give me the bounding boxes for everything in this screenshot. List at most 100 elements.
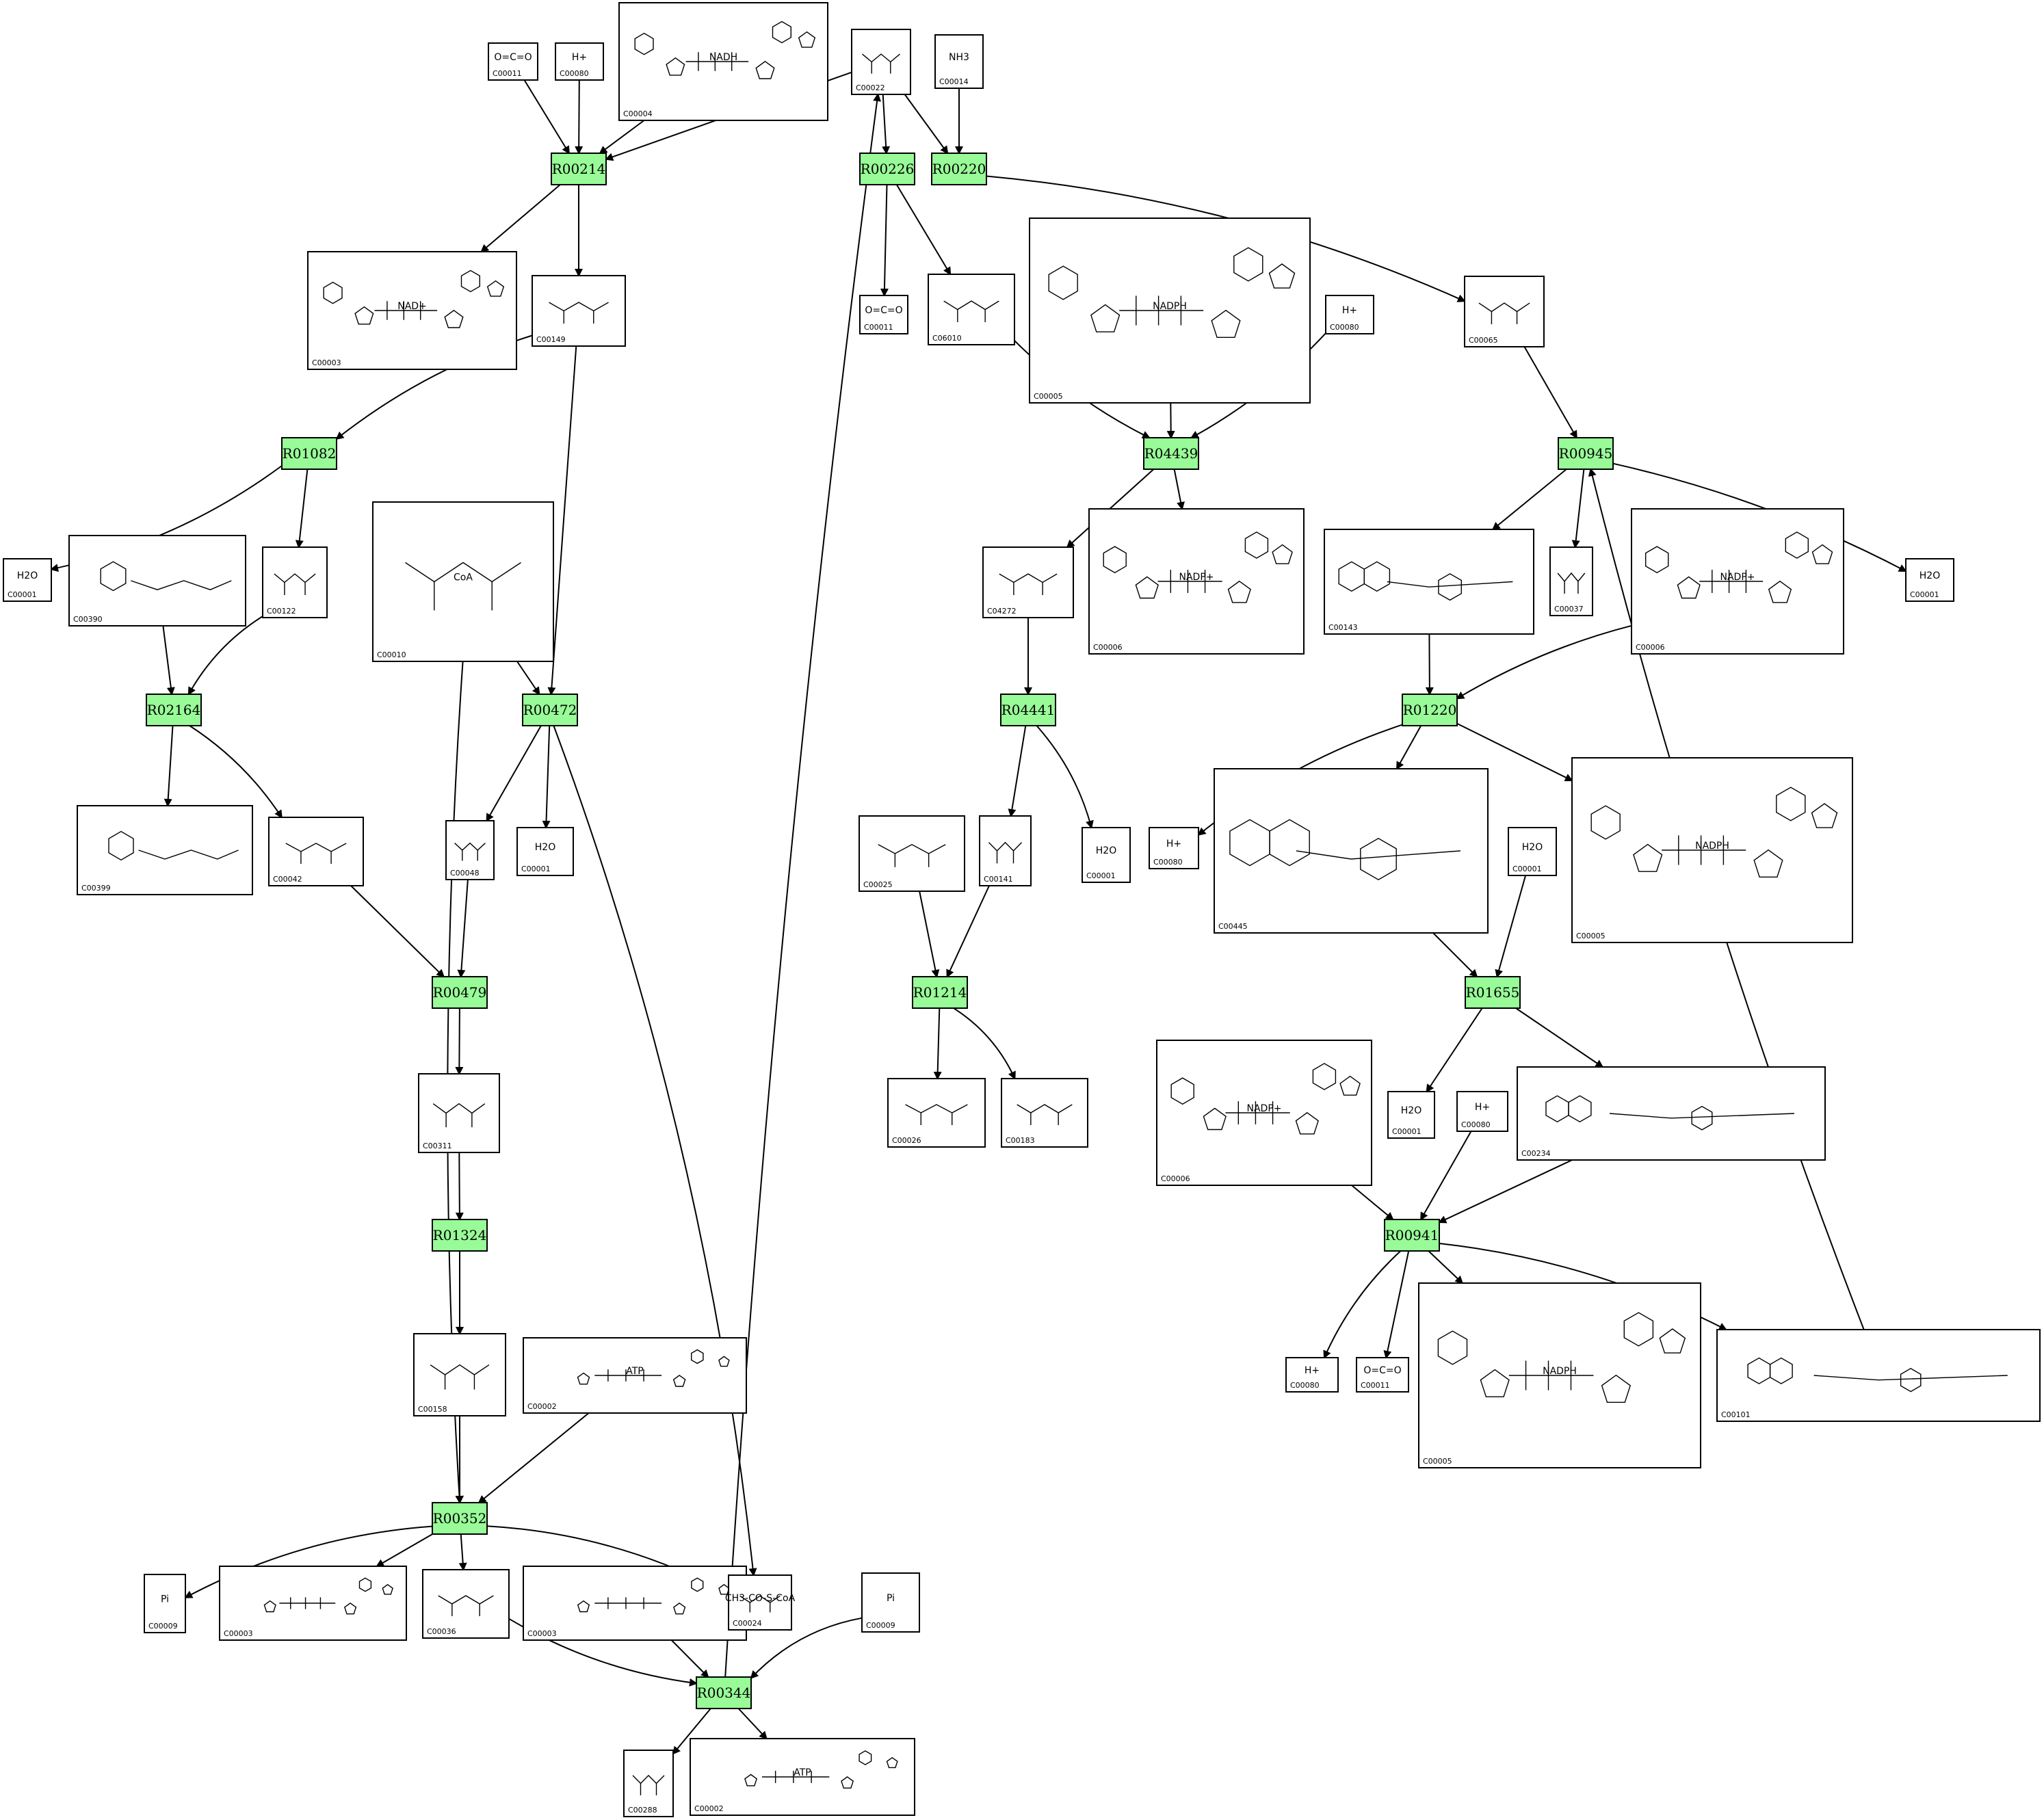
compound-node[interactable]: C00048 — [445, 820, 495, 880]
reaction-edge-arrow — [1571, 469, 1585, 549]
compound-node[interactable]: C00183 — [1001, 1078, 1088, 1148]
compound-node[interactable]: C00065 — [1464, 276, 1545, 347]
reaction-node[interactable]: R01655 — [1465, 976, 1521, 1009]
reaction-node[interactable]: R00941 — [1384, 1219, 1440, 1252]
compound-id-label: C00042 — [273, 875, 302, 884]
compound-node[interactable]: C04272 — [982, 546, 1074, 618]
reaction-node[interactable]: R02164 — [146, 694, 202, 726]
compound-node[interactable]: NADP+C00006 — [1156, 1040, 1372, 1186]
reaction-node[interactable]: R00352 — [432, 1502, 488, 1535]
compound-node[interactable]: C00143 — [1324, 529, 1534, 635]
compound-node[interactable]: C00022 — [851, 29, 911, 95]
compound-node[interactable]: C00003 — [219, 1566, 407, 1641]
compound-node[interactable]: NADP+C00006 — [1088, 508, 1305, 655]
reaction-edge-arrow — [1515, 1007, 1604, 1068]
compound-node[interactable]: C06010 — [928, 274, 1015, 345]
compound-node[interactable]: C00026 — [887, 1078, 986, 1148]
compound-id-label: C00399 — [81, 884, 111, 893]
compound-node[interactable]: C00445 — [1214, 768, 1489, 934]
generic-structure-icon — [274, 573, 316, 596]
compound-node[interactable]: C00158 — [413, 1333, 506, 1416]
compound-node[interactable]: C00390 — [68, 535, 246, 627]
compound-node[interactable]: NAD+C00003 — [307, 251, 517, 370]
reaction-node[interactable]: R01220 — [1402, 694, 1458, 726]
compound-node[interactable]: C00311 — [418, 1073, 500, 1153]
reaction-edge-arrow — [1420, 1131, 1472, 1221]
reaction-node[interactable]: R00344 — [696, 1676, 752, 1709]
compound-node[interactable]: C00122 — [262, 546, 328, 618]
compound-formula: H2O — [1522, 842, 1543, 853]
reaction-node[interactable]: R00214 — [551, 153, 607, 185]
compound-node[interactable]: H+C00080 — [1325, 295, 1374, 334]
reaction-node[interactable]: R04439 — [1143, 437, 1199, 470]
compound-node[interactable]: C00149 — [532, 275, 626, 347]
compound-formula: NADPH — [1695, 841, 1729, 852]
compound-formula: H+ — [1342, 305, 1357, 316]
compound-box — [728, 1574, 792, 1631]
generic-structure-icon — [285, 843, 347, 864]
nad-structure-icon — [1437, 1312, 1686, 1403]
compound-id-label: C00004 — [623, 109, 653, 118]
reaction-node[interactable]: R00479 — [432, 976, 488, 1009]
compound-id-label: C00390 — [73, 615, 103, 624]
reaction-edge-arrow — [1008, 725, 1027, 817]
compound-node[interactable]: H+C00080 — [1285, 1357, 1339, 1393]
compound-node[interactable]: H+C00080 — [1456, 1091, 1508, 1132]
reaction-node[interactable]: R04441 — [1000, 694, 1056, 726]
compound-node[interactable]: H+C00080 — [555, 42, 604, 81]
reaction-edge-arrow — [1425, 633, 1434, 696]
compound-node[interactable]: C00037 — [1549, 546, 1593, 616]
quinone-structure-icon — [108, 830, 239, 861]
compound-node[interactable]: H+C00080 — [1149, 827, 1199, 869]
compound-node[interactable]: C00042 — [268, 817, 364, 886]
reaction-id-label: R00479 — [433, 984, 487, 1001]
compound-id-label: C00445 — [1218, 922, 1248, 931]
compound-node[interactable]: C00036 — [422, 1569, 510, 1639]
reaction-node[interactable]: R01082 — [281, 437, 337, 470]
compound-box — [928, 274, 1015, 345]
reaction-edge-arrow — [458, 1533, 467, 1571]
reaction-node[interactable]: R00945 — [1558, 437, 1614, 470]
compound-node[interactable]: C00003 — [523, 1566, 747, 1641]
generic-structure-icon — [999, 573, 1058, 596]
reaction-node[interactable]: R01214 — [912, 976, 968, 1009]
compound-node[interactable]: C00288 — [623, 1750, 674, 1817]
reaction-node[interactable]: R00226 — [859, 153, 915, 185]
compound-formula: NADPH — [1153, 301, 1187, 312]
compounds-layer: O=C=OC00011H+C00080NADHC00004C00022NH3C0… — [3, 2, 2041, 1817]
reaction-id-label: R00226 — [861, 161, 915, 177]
reaction-edge-arrow — [737, 1708, 768, 1740]
compound-node[interactable]: C00025 — [859, 815, 965, 892]
compound-node[interactable]: C00234 — [1517, 1066, 1826, 1161]
reaction-node[interactable]: R00472 — [522, 694, 578, 726]
reaction-edge-arrow — [162, 625, 175, 696]
compound-node[interactable]: C00399 — [77, 805, 253, 895]
compound-node[interactable]: C00141 — [979, 815, 1032, 886]
reaction-node[interactable]: R01324 — [432, 1219, 488, 1252]
compound-formula: CH3-CO-S-CoA — [725, 1593, 796, 1604]
compound-node[interactable]: NADP+C00006 — [1631, 508, 1844, 655]
reaction-node[interactable]: R00220 — [931, 153, 987, 185]
compound-formula: H+ — [1305, 1365, 1320, 1376]
compound-node[interactable]: C00101 — [1716, 1329, 2041, 1422]
